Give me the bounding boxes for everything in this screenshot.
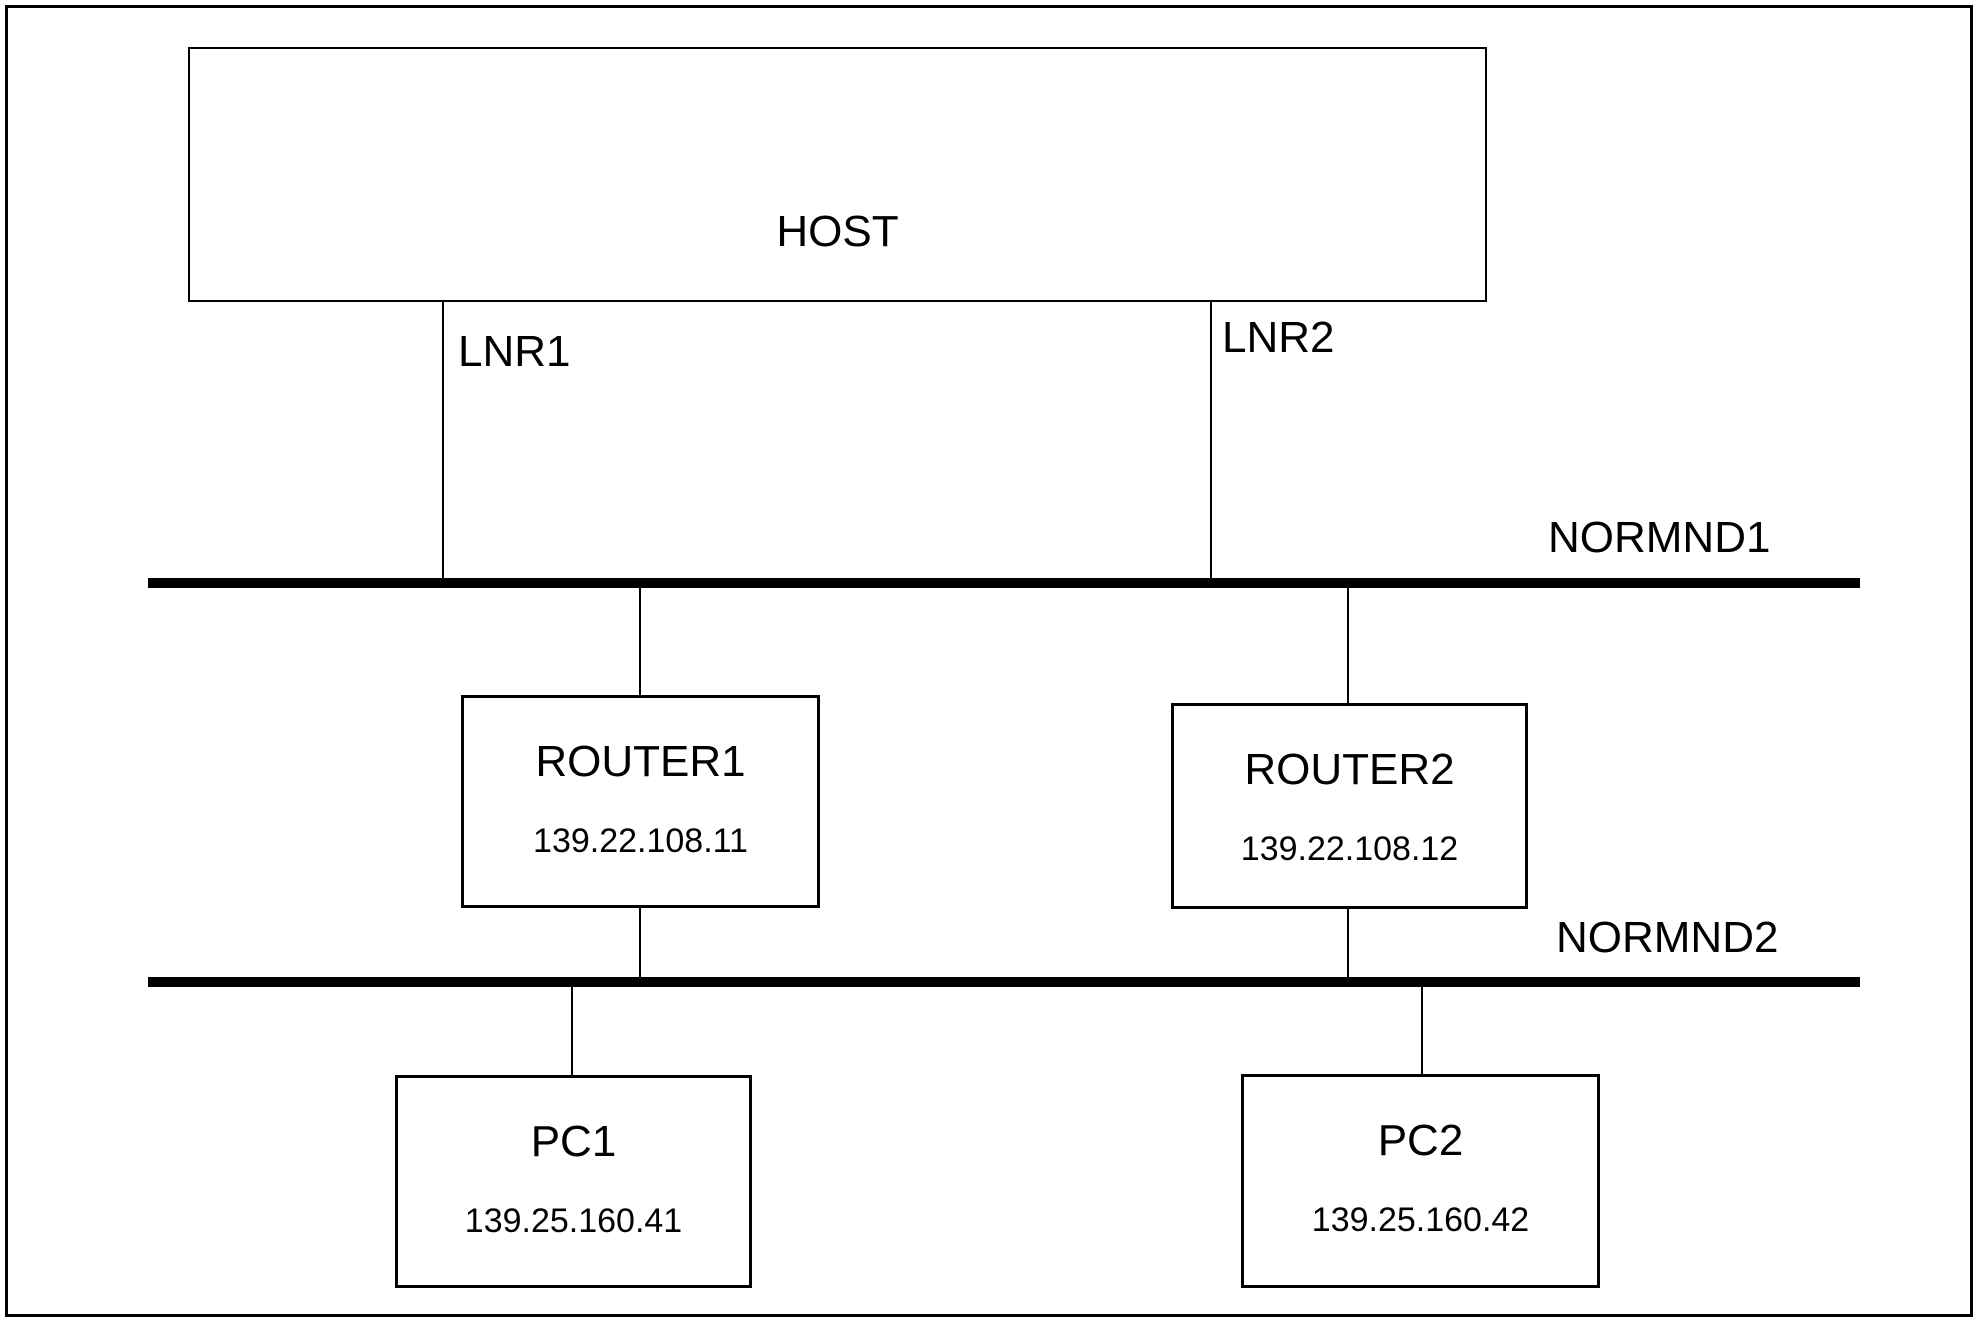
pc1-ip: 139.25.160.41 bbox=[464, 1202, 683, 1240]
host-label: HOST bbox=[776, 207, 899, 256]
pc2-ip: 139.25.160.42 bbox=[1311, 1201, 1530, 1239]
router2-ip: 139.22.108.12 bbox=[1240, 830, 1459, 868]
pc1-uplink-line bbox=[571, 987, 573, 1075]
pc1-label: PC1 bbox=[530, 1117, 617, 1166]
router2-box: ROUTER2 139.22.108.12 bbox=[1171, 703, 1528, 909]
router1-box: ROUTER1 139.22.108.11 bbox=[461, 695, 820, 908]
router1-label: ROUTER1 bbox=[535, 737, 746, 786]
normnd2-bus-line bbox=[148, 977, 1860, 987]
pc1-box: PC1 139.25.160.41 bbox=[395, 1075, 752, 1288]
normnd1-bus-line bbox=[148, 578, 1860, 588]
router2-downlink-line bbox=[1347, 909, 1349, 978]
router2-uplink-line bbox=[1347, 588, 1349, 703]
pc2-box: PC2 139.25.160.42 bbox=[1241, 1074, 1600, 1288]
normnd2-bus-label: NORMND2 bbox=[1556, 913, 1779, 962]
lnr2-link-label: LNR2 bbox=[1222, 313, 1335, 362]
normnd1-bus-label: NORMND1 bbox=[1548, 513, 1771, 562]
lnr2-link-line bbox=[1210, 300, 1212, 583]
host-box: HOST bbox=[188, 47, 1487, 302]
lnr1-link-line bbox=[442, 300, 444, 583]
router2-label: ROUTER2 bbox=[1244, 745, 1455, 794]
pc2-uplink-line bbox=[1421, 987, 1423, 1074]
lnr1-link-label: LNR1 bbox=[458, 327, 571, 376]
router1-ip: 139.22.108.11 bbox=[533, 822, 748, 860]
router1-uplink-line bbox=[639, 588, 641, 695]
router1-downlink-line bbox=[639, 908, 641, 978]
diagram-border bbox=[5, 5, 1973, 1317]
pc2-label: PC2 bbox=[1377, 1116, 1464, 1165]
